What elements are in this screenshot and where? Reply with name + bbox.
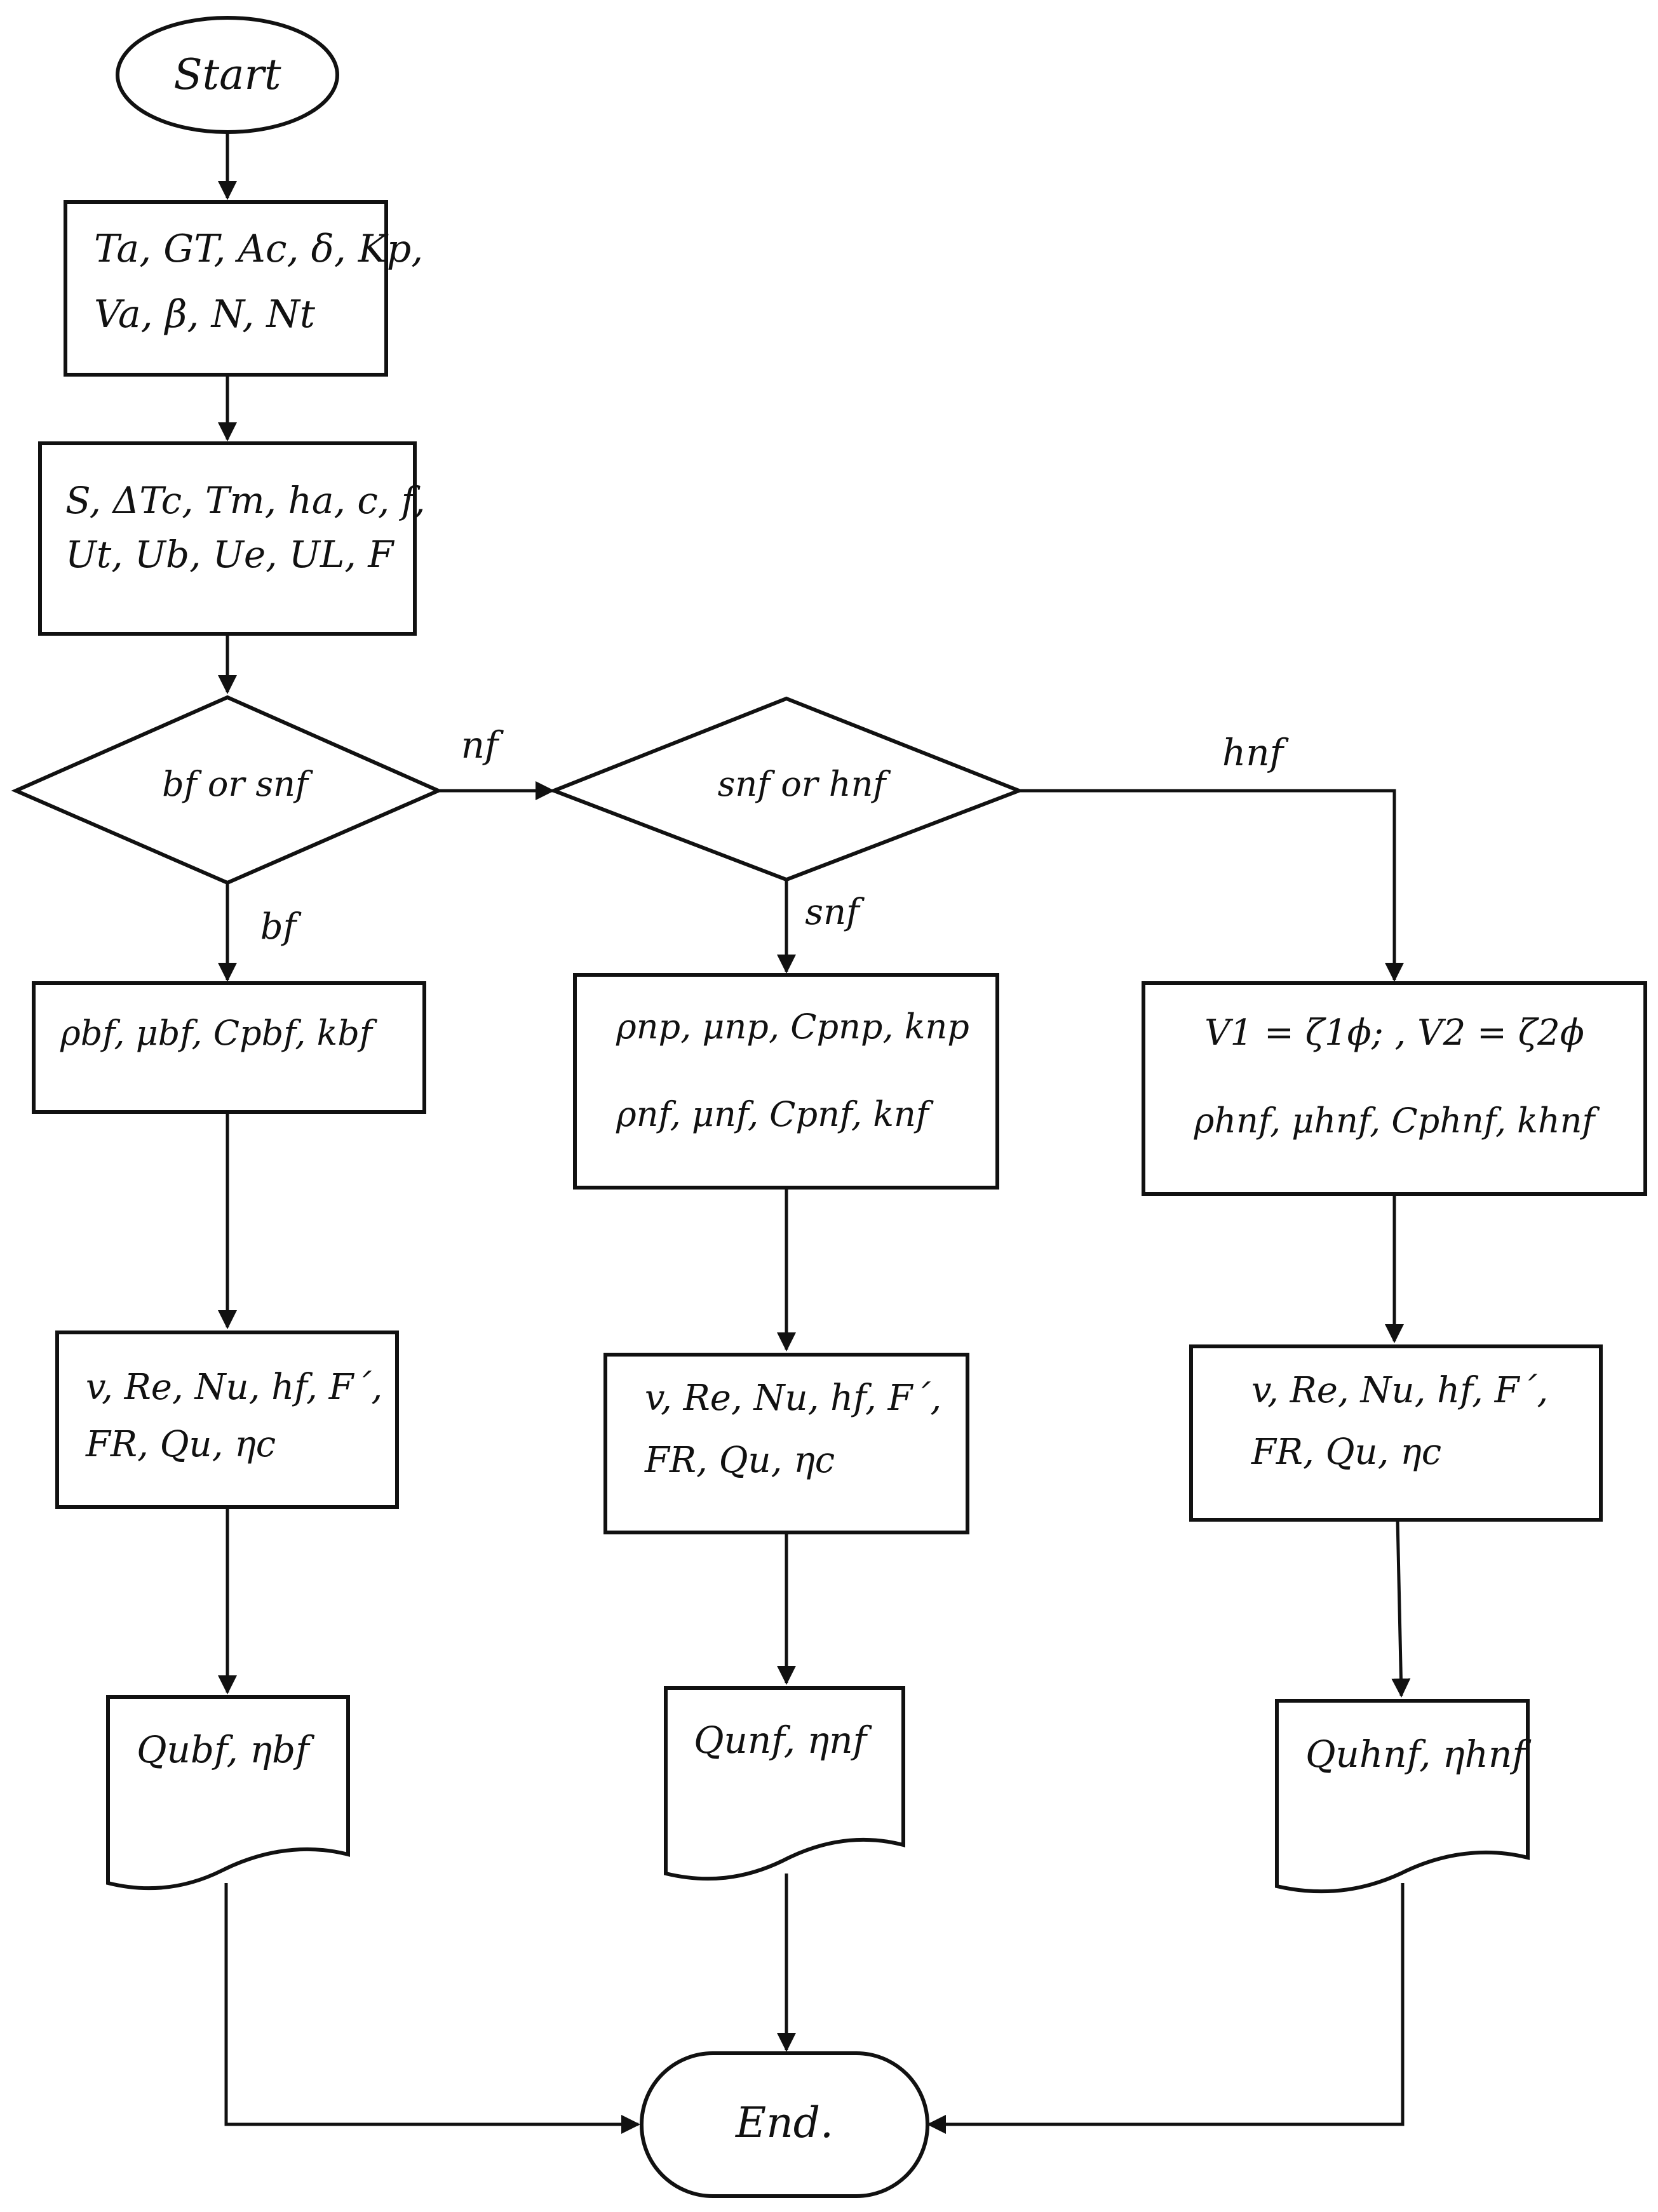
- branch-label-snf: snf: [805, 892, 865, 933]
- start-terminal: Start: [116, 16, 339, 134]
- snf-calc-line-1: v, Re, Nu, hf, F´,: [645, 1377, 941, 1419]
- bf-output-label: Qubf, ηbf: [137, 1728, 315, 1771]
- bf-calc-box: v, Re, Nu, hf, F´, FR, Qu, ηc: [55, 1331, 399, 1509]
- end-label: End.: [735, 2098, 833, 2147]
- decision-snf-or-hnf: snf or hnf: [548, 696, 1025, 882]
- connectors: [218, 133, 1411, 2134]
- branch-label-bf: bf: [260, 906, 302, 948]
- decision-1-label: bf or snf: [162, 764, 313, 804]
- arrow-hnf-output-to-end: [927, 1883, 1405, 2134]
- collector-line-2: Ut, Ub, Ue, UL, F: [65, 533, 394, 576]
- hnf-properties-line-2: ρhnf, μhnf, Cphnf, khnf: [1194, 1101, 1600, 1141]
- branch-label-hnf: hnf: [1222, 731, 1290, 774]
- branch-label-nf: nf: [461, 723, 504, 767]
- snf-output-label: Qunf, ηnf: [694, 1719, 873, 1762]
- hnf-calc-line-2: FR, Qu, ηc: [1251, 1431, 1441, 1473]
- snf-properties-line-2: ρnf, μnf, Cpnf, knf: [616, 1094, 934, 1134]
- hnf-properties-line-1: V1 = ζ1ϕ; , V2 = ζ2ϕ: [1204, 1012, 1584, 1054]
- hnf-calc-line-1: v, Re, Nu, hf, F´,: [1251, 1370, 1548, 1411]
- hnf-properties-box: V1 = ζ1ϕ; , V2 = ζ2ϕ ρhnf, μhnf, Cphnf, …: [1142, 981, 1647, 1196]
- collector-line-1: S, ΔTc, Tm, ha, c, f,: [65, 479, 426, 522]
- arrow-decision2-to-hnf-props: [1019, 789, 1404, 982]
- arrow-hnf-calc-to-output: [1391, 1519, 1411, 1698]
- inputs-box: Ta, GT, Ac, δ, Kp, Va, β, N, Nt: [64, 200, 423, 377]
- bf-calc-line-2: FR, Qu, ηc: [85, 1424, 276, 1465]
- inputs-line-2: Va, β, N, Nt: [94, 292, 316, 337]
- end-terminal: End.: [640, 2051, 929, 2198]
- bf-properties-box: ρbf, μbf, Cpbf, kbf: [32, 981, 426, 1114]
- inputs-line-1: Ta, GT, Ac, δ, Kp,: [94, 227, 423, 271]
- snf-properties-line-1: ρnp, μnp, Cpnp, knp: [616, 1007, 969, 1047]
- snf-properties-box: ρnp, μnp, Cpnp, knp ρnf, μnf, Cpnf, knf: [573, 973, 999, 1190]
- collector-params-box: S, ΔTc, Tm, ha, c, f, Ut, Ub, Ue, UL, F: [38, 441, 426, 636]
- hnf-output-document: Quhnf, ηhnf: [1275, 1699, 1532, 1894]
- start-label: Start: [173, 50, 281, 99]
- arrow-bf-output-to-end: [224, 1883, 640, 2134]
- decision-bf-or-snf: bf or snf: [11, 695, 443, 885]
- hnf-calc-box: v, Re, Nu, hf, F´, FR, Qu, ηc: [1189, 1344, 1603, 1522]
- bf-output-document: Qubf, ηbf: [106, 1695, 350, 1891]
- bf-properties-line-1: ρbf, μbf, Cpbf, kbf: [60, 1013, 377, 1053]
- snf-calc-line-2: FR, Qu, ηc: [644, 1440, 835, 1481]
- hnf-output-label: Quhnf, ηhnf: [1305, 1733, 1532, 1776]
- snf-calc-box: v, Re, Nu, hf, F´, FR, Qu, ηc: [603, 1353, 969, 1534]
- decision-2-label: snf or hnf: [718, 764, 891, 804]
- snf-output-document: Qunf, ηnf: [664, 1686, 905, 1881]
- bf-calc-line-1: v, Re, Nu, hf, F´,: [86, 1367, 382, 1408]
